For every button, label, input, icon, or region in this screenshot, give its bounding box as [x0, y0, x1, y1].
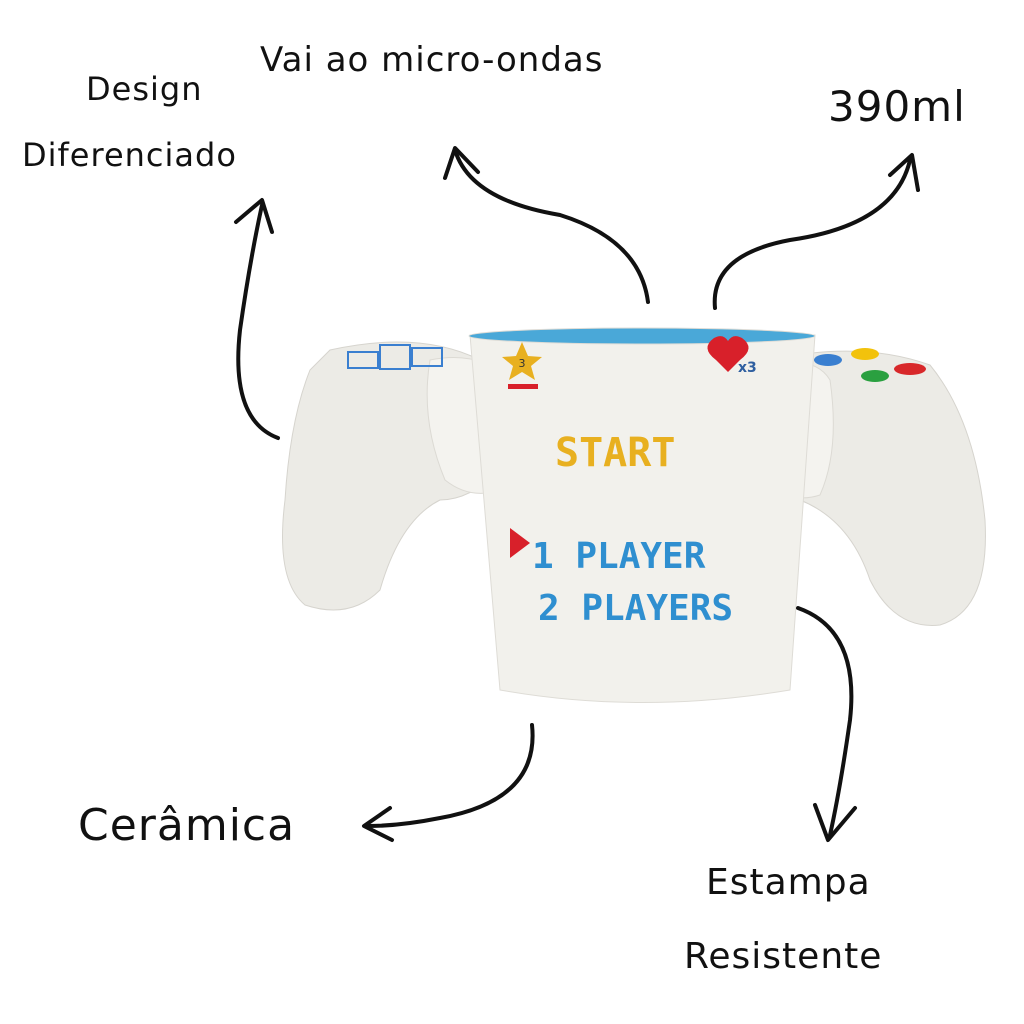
arrow-to-material: [362, 723, 535, 842]
label-microwave: Vai ao micro-ondas: [260, 40, 604, 80]
lives-count: x3: [738, 360, 757, 376]
yellow-button: [851, 348, 879, 360]
arrow-to-microwave: [443, 146, 650, 304]
red-button: [894, 363, 926, 375]
mug-body: [469, 334, 816, 703]
label-design-line2: Diferenciado: [22, 136, 237, 174]
arrow-to-design: [234, 198, 280, 440]
heart-icon: [707, 336, 749, 372]
d-pad-icon: [347, 344, 443, 370]
label-print-line2: Resistente: [684, 936, 883, 977]
start-text: START: [555, 430, 675, 476]
green-button: [861, 370, 889, 382]
blue-button: [814, 354, 842, 366]
power-bar: [508, 384, 538, 389]
label-design-line1: Design: [86, 70, 203, 108]
arrow-to-print: [796, 606, 857, 842]
star-icon: [502, 342, 542, 380]
selector-arrow-icon: [510, 528, 530, 558]
two-players-text: 2 PLAYERS: [538, 588, 733, 629]
label-material: Cerâmica: [78, 800, 296, 851]
arrow-to-volume: [712, 153, 920, 310]
mug-rim: [468, 327, 816, 345]
label-volume: 390ml: [828, 82, 966, 131]
label-print-line1: Estampa: [706, 862, 871, 903]
star-number: 3: [519, 357, 526, 370]
one-player-text: 1 PLAYER: [532, 536, 706, 577]
